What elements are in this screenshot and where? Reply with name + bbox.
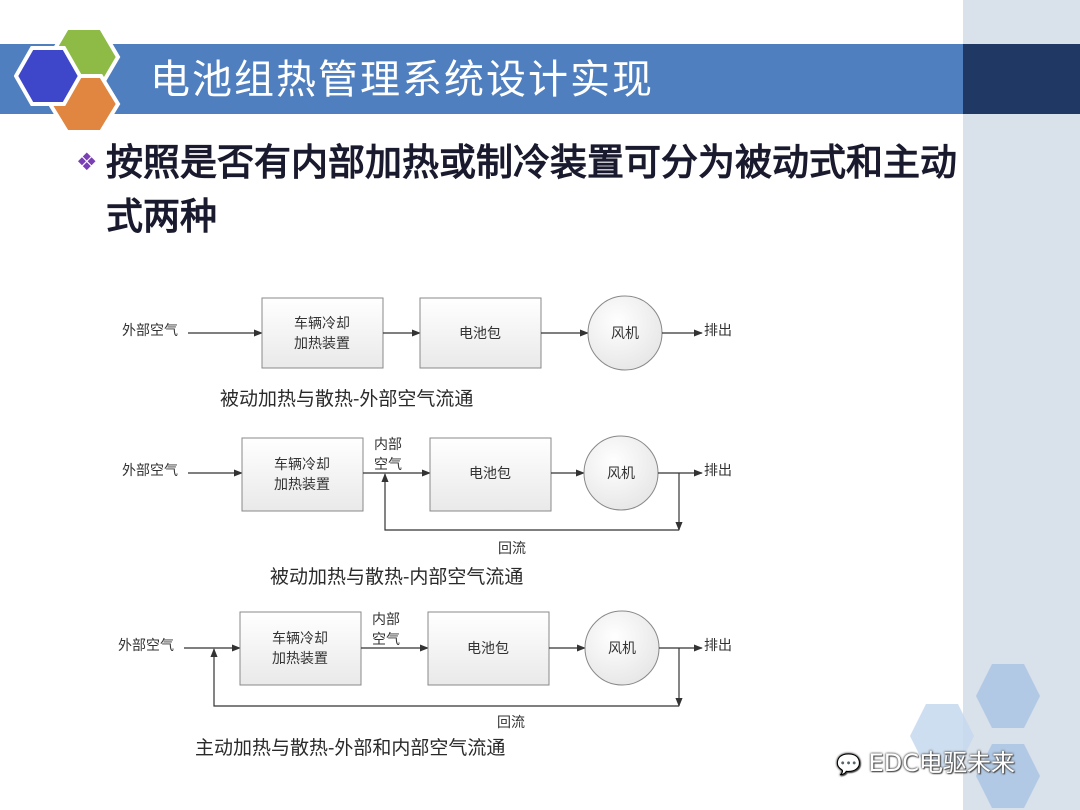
heater-label-line2: 加热装置 xyxy=(272,651,328,667)
battery-label: 电池包 xyxy=(469,466,511,482)
watermark-text: EDC电驱未来 xyxy=(868,749,1015,777)
heater-label-line1: 车辆冷却 xyxy=(272,630,328,647)
exhaust-label: 排出 xyxy=(704,638,732,654)
heater-label-line1: 车辆冷却 xyxy=(294,315,350,332)
fan-label: 风机 xyxy=(607,466,635,482)
diagram-passive-internal: 外部空气 车辆冷却 加热装置 内部 空气 电池包 风机 排出 回流 被动加热与散… xyxy=(122,435,732,588)
source-label: 外部空气 xyxy=(118,638,174,654)
decorative-hexagons-icon xyxy=(910,664,1040,808)
inner-air-label-line2: 空气 xyxy=(374,457,402,473)
watermark: 💬 EDC电驱未来 xyxy=(836,746,1015,780)
heater-box xyxy=(239,611,362,686)
battery-label: 电池包 xyxy=(467,641,509,657)
exhaust-label: 排出 xyxy=(704,323,732,339)
heater-label-line2: 加热装置 xyxy=(294,336,350,352)
title-bar-dark-end xyxy=(963,44,1080,114)
inner-air-label-line2: 空气 xyxy=(372,632,400,648)
exhaust-label: 排出 xyxy=(704,463,732,479)
diagram-active-mixed: 外部空气 车辆冷却 加热装置 内部 空气 电池包 风机 排出 回流 主动加热与散… xyxy=(118,610,732,759)
heater-label-line1: 车辆冷却 xyxy=(274,456,330,473)
heater-label-line2: 加热装置 xyxy=(274,477,330,493)
heater-box xyxy=(261,297,384,369)
diagram-caption: 被动加热与散热-内部空气流通 xyxy=(270,566,523,588)
flow-diagrams: 外部空气 车辆冷却 加热装置 电池包 风机 排出 被动加热与散热-外部空气流通 … xyxy=(118,295,732,759)
diagram-caption: 被动加热与散热-外部空气流通 xyxy=(220,388,473,410)
return-label: 回流 xyxy=(498,541,526,557)
battery-box xyxy=(419,297,542,369)
battery-box xyxy=(429,437,552,512)
fan-label: 风机 xyxy=(608,641,636,657)
hexagon-logo-icon xyxy=(14,26,121,130)
diagram-caption: 主动加热与散热-外部和内部空气流通 xyxy=(195,737,505,759)
return-label: 回流 xyxy=(497,715,525,731)
wechat-icon: 💬 xyxy=(836,752,861,776)
battery-box xyxy=(427,611,550,686)
inner-air-label-line1: 内部 xyxy=(372,612,400,628)
bullet-text: 按照是否有内部加热或制冷装置可分为被动式和主动式两种 xyxy=(106,141,957,238)
source-label: 外部空气 xyxy=(122,463,178,479)
title-bar xyxy=(0,44,963,114)
hexagon-blue xyxy=(14,46,83,106)
heater-box xyxy=(241,437,364,512)
diagram-passive-external: 外部空气 车辆冷却 加热装置 电池包 风机 排出 被动加热与散热-外部空气流通 xyxy=(122,295,732,410)
fan-label: 风机 xyxy=(611,326,639,342)
source-label: 外部空气 xyxy=(122,323,178,339)
page-title: 电池组热管理系统设计实现 xyxy=(150,57,654,103)
battery-label: 电池包 xyxy=(459,326,501,342)
inner-air-label-line1: 内部 xyxy=(374,437,402,453)
diamond-bullet-icon: ❖ xyxy=(76,148,98,176)
